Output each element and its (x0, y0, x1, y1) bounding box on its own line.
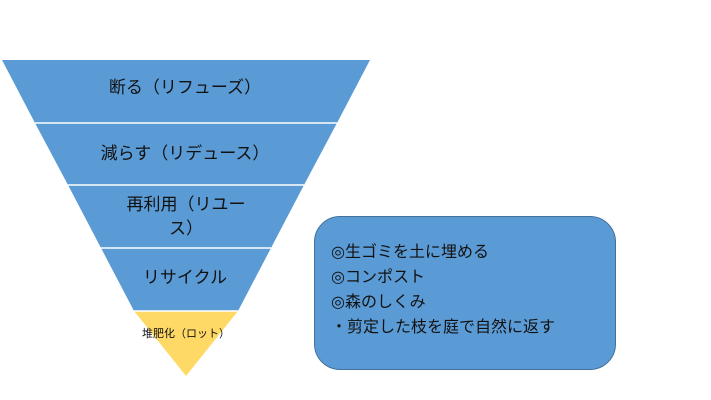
info-line-bury-food-waste: ◎生ゴミを土に埋める (331, 242, 489, 261)
info-line-forest-mechanism: ◎森のしくみ (331, 292, 426, 311)
level-refuse-shape (2, 60, 370, 123)
level-recycle-shape (101, 248, 271, 311)
level-recycle-label: リサイクル (142, 268, 228, 288)
level-reduce-shape (35, 123, 337, 185)
level-reuse-label: 再利用（リユース） (126, 195, 246, 239)
level-rot-shape (134, 311, 238, 376)
level-refuse-label: 断る（リフューズ） (108, 78, 262, 98)
level-reuse-shape (68, 185, 304, 248)
level-reduce-label: 減らす（リデュース） (100, 144, 270, 164)
level-rot-label: 堆肥化（ロット） (142, 327, 230, 340)
info-line-compost: ◎コンポスト (331, 267, 425, 286)
info-line-return-branches: ・剪定した枝を庭で自然に返す (331, 317, 556, 336)
composting-info-box: ◎生ゴミを土に埋める ◎コンポスト ◎森のしくみ ・剪定した枝を庭で自然に返す (314, 216, 616, 370)
